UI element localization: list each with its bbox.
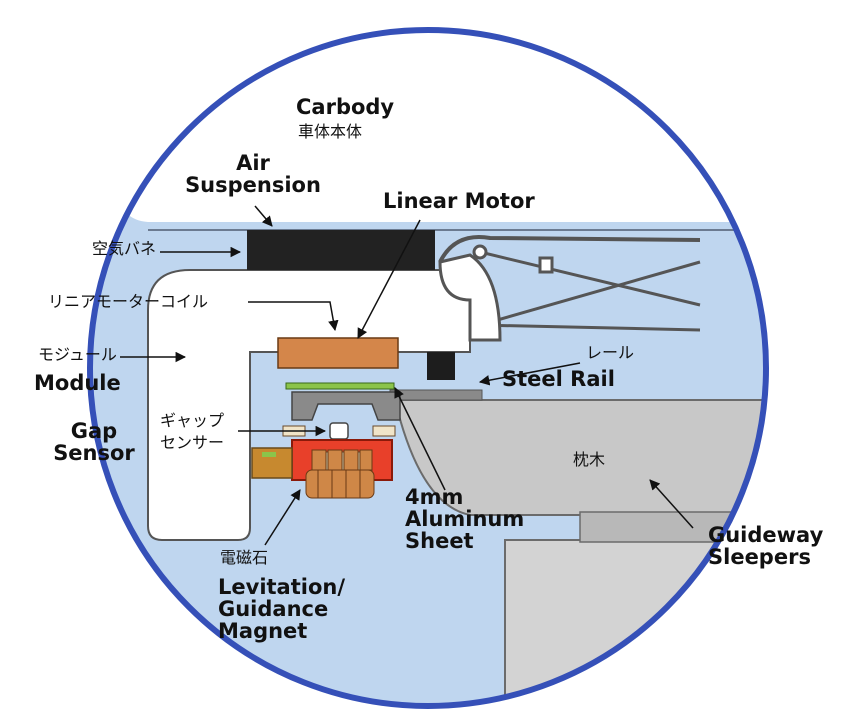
steel-rail: [389, 389, 483, 401]
aluminum-line2: Aluminum: [405, 507, 525, 532]
rail-profile: [291, 391, 401, 421]
levitation-magnet-label: Levitation/ Guidance Magnet: [218, 576, 345, 642]
air-spring-jp-label: 空気バネ: [92, 239, 157, 258]
gap-sensor-jp-line1: ギャップ: [160, 411, 225, 430]
sleeper-jp-label: 枕木: [573, 450, 606, 469]
aluminum-line1: 4mm: [405, 485, 464, 509]
outer-ring: [87, 27, 769, 709]
aluminum-sheet: [285, 382, 395, 390]
carbody-label: Carbody: [296, 95, 395, 119]
gap-sensor-line2: Sensor: [53, 441, 135, 466]
air-suspension-line1: Air: [236, 151, 270, 175]
guideway-line1: Guideway: [708, 523, 824, 547]
gap-sensor-jp-label: ギャップ センサー: [160, 410, 224, 455]
module-jp-label: モジュール: [38, 345, 117, 364]
magnet-windings: [305, 469, 375, 499]
aluminum-line3: Sheet: [405, 529, 474, 554]
guideway-line2: Sleepers: [708, 545, 811, 570]
air-suspension-label: Air Suspension: [178, 152, 328, 196]
air-suspension-line2: Suspension: [185, 173, 321, 198]
leader-lines: [120, 205, 694, 546]
motor-block: [427, 352, 455, 380]
module-label: Module: [34, 371, 121, 395]
gap-sensor-jp-line2: センサー: [160, 433, 225, 453]
sensor-indicator: [262, 452, 276, 457]
linear-motor-coil: [277, 337, 399, 369]
magnet-line1: Levitation/: [218, 575, 346, 599]
carbody-jp-label: 車体本体: [298, 122, 363, 141]
aluminum-sheet-label: 4mm Aluminum Sheet: [405, 486, 524, 552]
linear-motor-label: Linear Motor: [383, 189, 535, 213]
rail-jp-label: レール: [586, 343, 635, 362]
linkage: [438, 235, 701, 342]
gap-sensor-line1: Gap: [70, 419, 118, 443]
magnet-line2: Guidance: [218, 597, 329, 622]
magnet-line3: Magnet: [218, 619, 308, 644]
linear-coil-jp-label: リニアモーターコイル: [48, 292, 209, 311]
magnet-coils-top: [311, 449, 373, 471]
guideway-sleepers-label: Guideway Sleepers: [708, 524, 823, 568]
steel-rail-label: Steel Rail: [502, 367, 615, 391]
air-spring: [247, 230, 435, 270]
gap-sensor-label: Gap Sensor: [42, 420, 146, 464]
magnet-jp-label: 電磁石: [220, 548, 269, 567]
